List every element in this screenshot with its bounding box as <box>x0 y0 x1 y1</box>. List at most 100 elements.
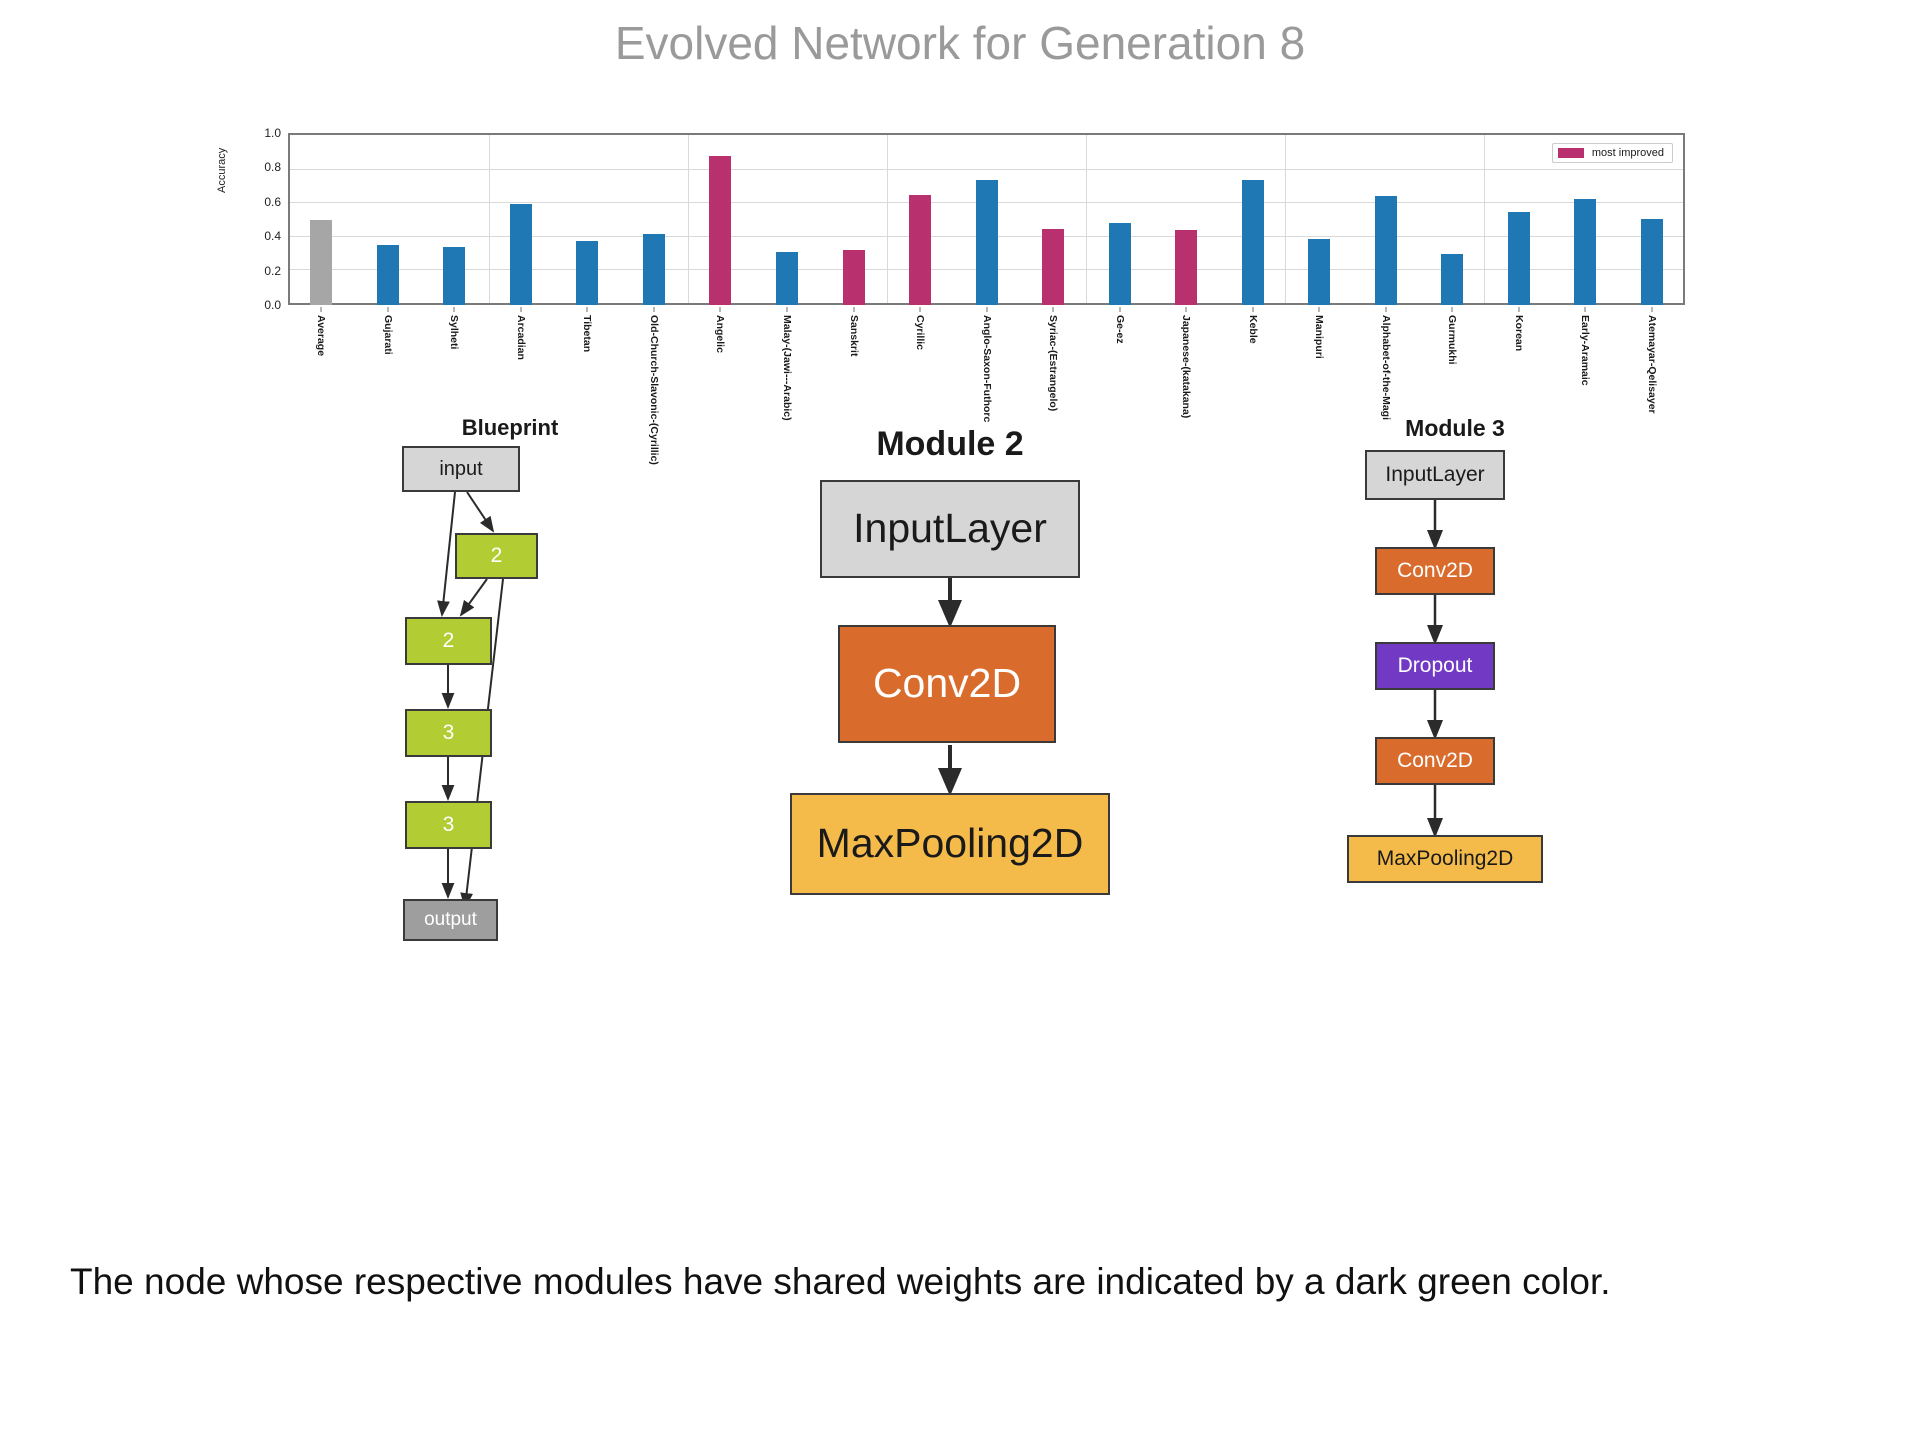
bar[interactable] <box>443 247 466 305</box>
bar-group: Average <box>288 135 355 356</box>
x-axis-tick-label: Korean <box>1512 315 1525 352</box>
bar-group: Atemayar-Qelisayer <box>1619 135 1686 414</box>
bar-group: Sanskrit <box>820 135 887 356</box>
bar[interactable] <box>642 233 665 305</box>
bar[interactable] <box>310 220 333 305</box>
module2-node-conv2d[interactable]: Conv2D <box>838 625 1056 743</box>
blueprint-node-output-label: output <box>424 909 477 931</box>
blueprint-node-output[interactable]: output <box>403 899 498 941</box>
x-axis-tick-mark <box>387 307 389 312</box>
bar-group: Ge-ez <box>1086 135 1153 344</box>
x-axis-tick-mark <box>1318 307 1320 312</box>
bar-group: Anglo-Saxon-Futhorc <box>953 135 1020 422</box>
x-axis-tick-mark <box>1119 307 1121 312</box>
x-axis-tick-label: Tibetan <box>581 315 594 353</box>
bar-group: Angelic <box>687 135 754 353</box>
bar[interactable] <box>1374 196 1397 305</box>
x-axis-tick-label: Old-Church-Slavonic-(Cyrillic) <box>647 315 660 465</box>
bar-group: Manipuri <box>1286 135 1353 359</box>
blueprint-node-input-label: input <box>439 457 483 480</box>
module2-title: Module 2 <box>876 425 1024 463</box>
page-title: Evolved Network for Generation 8 <box>614 17 1306 69</box>
blueprint-title: Blueprint <box>461 415 559 440</box>
bar[interactable] <box>842 249 865 305</box>
x-axis-tick-mark <box>986 307 988 312</box>
module3-node-conv2d-1[interactable]: Conv2D <box>1375 547 1495 595</box>
bar[interactable] <box>1640 219 1663 305</box>
x-axis-tick-mark <box>586 307 588 312</box>
blueprint-node-3-upper[interactable]: 3 <box>405 709 492 757</box>
bar-group: Korean <box>1486 135 1553 351</box>
x-axis-tick-mark <box>1052 307 1054 312</box>
x-axis-tick-label: Sylheti <box>448 315 461 350</box>
module2-node-inputlayer[interactable]: InputLayer <box>820 480 1080 578</box>
bar[interactable] <box>376 244 399 305</box>
x-axis-tick-mark <box>1584 307 1586 312</box>
bar[interactable] <box>1175 230 1198 305</box>
x-axis-tick-label: Arcadian <box>514 315 527 360</box>
blueprint-node-3-lower[interactable]: 3 <box>405 801 492 849</box>
x-axis-tick-mark <box>1451 307 1453 312</box>
bar[interactable] <box>509 203 532 305</box>
x-axis-tick-label: Angelic <box>714 315 727 353</box>
bar[interactable] <box>1308 238 1331 305</box>
chart-legend: most improved <box>1551 143 1673 163</box>
bar[interactable] <box>1574 198 1597 305</box>
x-axis-tick-mark <box>1185 307 1187 312</box>
x-axis-tick-label: Ge-ez <box>1113 315 1126 344</box>
x-axis-tick-mark <box>1252 307 1254 312</box>
x-axis-tick-label: Atemayar-Qelisayer <box>1645 315 1658 414</box>
y-axis-tick: 1.0 <box>264 126 281 140</box>
x-axis-tick-label: Anglo-Saxon-Futhorc <box>980 315 993 423</box>
x-axis-tick-mark <box>853 307 855 312</box>
bar-group: Cyrillic <box>887 135 954 350</box>
y-axis-label: Accuracy <box>216 147 228 193</box>
x-axis-tick-label: Early-Aramaic <box>1579 315 1592 386</box>
x-axis-tick-label: Average <box>315 315 328 357</box>
blueprint-node-3-upper-label: 3 <box>442 720 455 744</box>
x-axis-tick-mark <box>786 307 788 312</box>
bar[interactable] <box>909 195 932 305</box>
x-axis-tick-label: Japanese-(katakana) <box>1180 315 1193 419</box>
bar[interactable] <box>1441 254 1464 305</box>
bar[interactable] <box>1108 222 1131 305</box>
module3-node-inputlayer-label: InputLayer <box>1385 462 1485 486</box>
blueprint-node-2-mid[interactable]: 2 <box>405 617 492 665</box>
bar-group: Gujarati <box>355 135 422 355</box>
bar[interactable] <box>1241 180 1264 305</box>
module2-node-conv2d-label: Conv2D <box>872 660 1022 707</box>
bar-group: Keble <box>1219 135 1286 344</box>
module2-node-maxpooling2d[interactable]: MaxPooling2D <box>790 793 1110 895</box>
module3-node-dropout[interactable]: Dropout <box>1375 642 1495 690</box>
bar[interactable] <box>709 156 732 305</box>
x-axis-tick-mark <box>520 307 522 312</box>
module3-graph: Module 3 InputLayer Conv2D Dropout Conv2… <box>1347 415 1555 1020</box>
module2-graph: Module 2 InputLayer Conv2D MaxPooling2D <box>790 425 1110 1020</box>
bar[interactable] <box>1507 212 1530 305</box>
module3-node-conv2d-2[interactable]: Conv2D <box>1375 737 1495 785</box>
x-axis-tick-label: Syriac-(Estrangelo) <box>1047 315 1060 412</box>
x-axis-tick-mark <box>719 307 721 312</box>
y-axis-tick: 0.0 <box>264 298 281 312</box>
bar[interactable] <box>1042 229 1065 305</box>
module3-node-conv2d-1-label: Conv2D <box>1397 558 1473 582</box>
x-axis-tick-mark <box>653 307 655 312</box>
legend-label-most-improved: most improved <box>1591 147 1664 159</box>
blueprint-node-input[interactable]: input <box>402 446 520 492</box>
x-axis-tick-label: Gurmukhi <box>1446 315 1459 365</box>
bar[interactable] <box>576 241 599 305</box>
x-axis-tick-mark <box>320 307 322 312</box>
bar-group: Tibetan <box>554 135 621 352</box>
blueprint-graph: Blueprint input 2 2 3 3 out <box>395 415 625 1005</box>
module3-node-inputlayer[interactable]: InputLayer <box>1365 450 1505 500</box>
blueprint-node-2-mid-label: 2 <box>442 628 455 652</box>
y-axis-tick: 0.6 <box>264 194 281 209</box>
bar[interactable] <box>775 252 798 305</box>
bar[interactable] <box>975 180 998 305</box>
x-axis-tick-label: Manipuri <box>1313 315 1326 359</box>
bar-group: Old-Church-Slavonic-(Cyrillic) <box>621 135 688 465</box>
module3-node-maxpooling2d[interactable]: MaxPooling2D <box>1347 835 1543 883</box>
blueprint-node-2-top[interactable]: 2 <box>455 533 538 579</box>
